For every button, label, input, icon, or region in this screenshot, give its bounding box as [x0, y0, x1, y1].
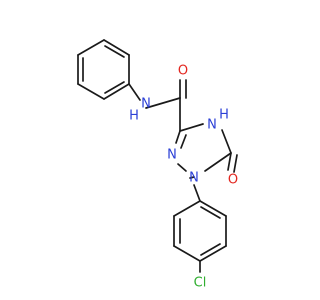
atom-n-amide: N: [141, 97, 151, 112]
phenyl-ring: [77, 39, 130, 100]
bond-keto-o-2: [233, 154, 238, 173]
atom-o-carbonyl: O: [178, 64, 188, 79]
bond-keto-o: [227, 152, 232, 171]
chlorophenyl-ring: [173, 200, 227, 262]
atom-h-amide: H: [129, 109, 139, 124]
atom-n-ring-h: N: [207, 118, 217, 133]
atom-h-ring: H: [219, 108, 229, 123]
atom-o-keto: O: [228, 173, 238, 188]
atom-n-ring-bottom: N: [189, 171, 199, 186]
bond-nh-carbonyl: [145, 97, 181, 109]
atom-n-ring-left: N: [167, 148, 177, 163]
bond-n-aryl: [193, 184, 201, 202]
bond-phenyl-nh: [128, 83, 141, 101]
atom-cl: Cl: [194, 276, 207, 291]
chemical-structure-diagram: N H O N H N N O Cl: [77, 39, 238, 291]
triazole-ring: [175, 123, 232, 179]
